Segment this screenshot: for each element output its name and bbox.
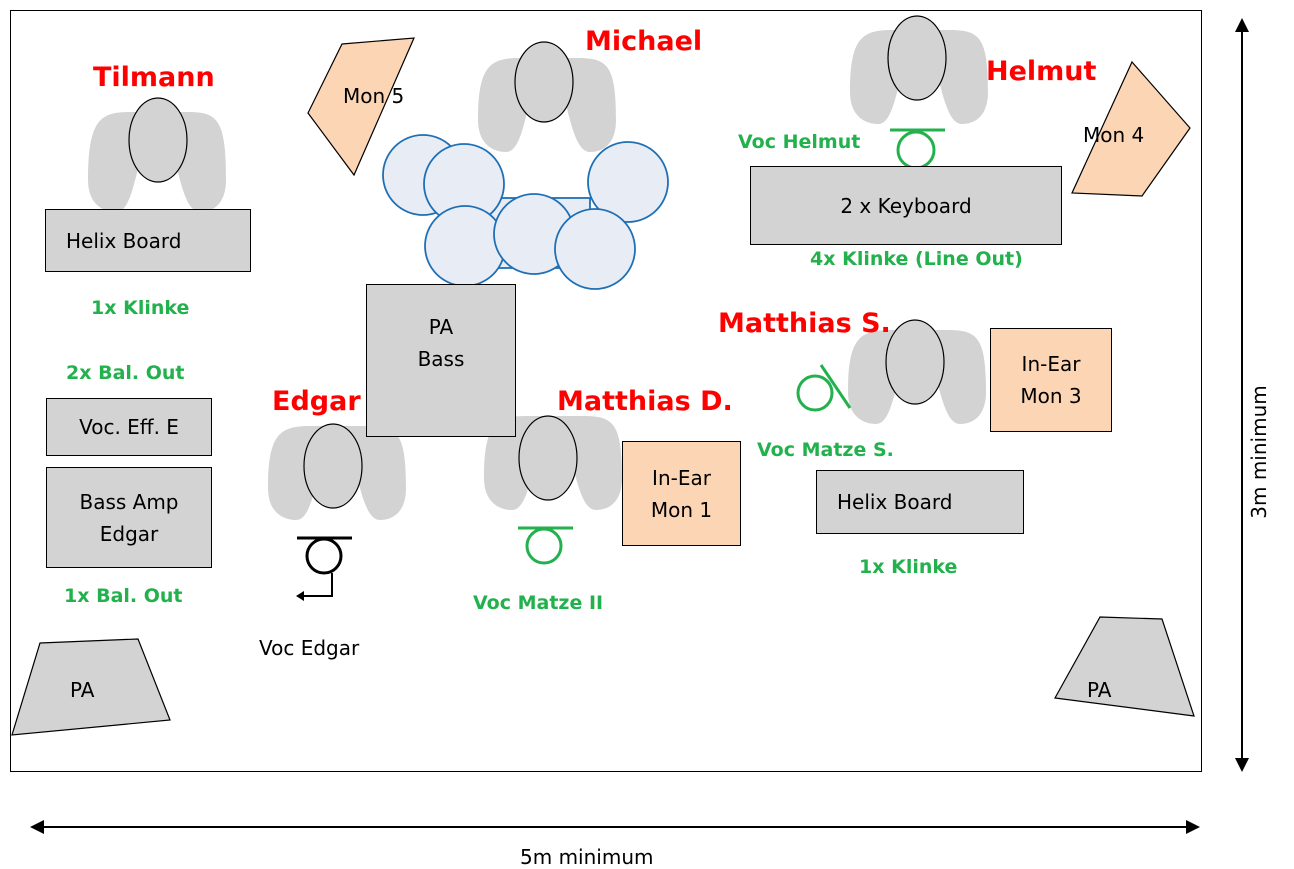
voc-matze-ii-label: Voc Matze II (473, 592, 604, 614)
mon4-label: Mon 4 (1083, 123, 1145, 147)
name-edgar: Edgar (272, 386, 361, 417)
in-ear-mon1-label-2: Mon 1 (650, 497, 713, 522)
mon4-wedge (1071, 60, 1191, 197)
person-matthias-s-icon (848, 319, 986, 424)
name-michael: Michael (585, 26, 703, 57)
person-michael-icon (478, 41, 616, 152)
klinke-left-label: 1x Klinke (91, 297, 190, 319)
keyboard-label: 2 x Keyboard (840, 193, 972, 218)
name-matthias-d: Matthias D. (557, 386, 733, 417)
in-ear-mon1-box: In-Ear Mon 1 (622, 441, 741, 546)
name-helmut: Helmut (986, 56, 1097, 87)
pa-bass-label-2: Bass (417, 347, 465, 371)
pa-right-shape (1054, 616, 1195, 717)
person-helmut-icon (850, 15, 988, 124)
height-dimension-label: 3m minimum (1247, 385, 1271, 519)
mon5-label: Mon 5 (343, 84, 405, 108)
klinke-right-label: 1x Klinke (859, 556, 958, 578)
pa-left-shape (11, 638, 171, 736)
in-ear-mon3-label-2: Mon 3 (1020, 384, 1082, 408)
person-matthias-d-icon (484, 415, 622, 510)
voc-eff-box: Voc. Eff. E (46, 398, 212, 456)
name-tilmann: Tilmann (93, 62, 215, 93)
helix-board-left: Helix Board (45, 209, 251, 272)
bass-amp-box: Bass Amp Edgar (46, 467, 212, 568)
pa-bass-label-1: PA (428, 315, 454, 339)
name-matthias-s: Matthias S. (718, 308, 891, 339)
helix-board-right: Helix Board (816, 470, 1024, 534)
voc-edgar-label: Voc Edgar (259, 636, 360, 660)
mic-matze-s-icon (796, 364, 852, 412)
in-ear-mon3-box: In-Ear Mon 3 (990, 328, 1112, 432)
bal-out-1-label: 1x Bal. Out (64, 585, 183, 607)
pa-right-label: PA (1087, 678, 1112, 702)
voc-matze-s-label: Voc Matze S. (757, 439, 894, 461)
voc-helmut-label: Voc Helmut (738, 131, 861, 153)
height-arrow (1235, 18, 1249, 772)
drum-kit (382, 134, 669, 290)
person-tilmann-icon (88, 97, 226, 212)
keyboard-box: 2 x Keyboard (750, 166, 1062, 245)
person-edgar-icon (268, 423, 406, 520)
mic-matze-ii-icon (518, 526, 573, 565)
stage-area (10, 10, 1202, 772)
bass-amp-label-2: Edgar (99, 521, 159, 546)
pa-left-label: PA (70, 678, 95, 702)
bal-out-2-label: 2x Bal. Out (66, 362, 185, 384)
width-dimension-label: 5m minimum (520, 845, 654, 869)
mon5-wedge (307, 37, 415, 177)
mic-edgar-icon (296, 536, 352, 601)
voc-eff-label: Voc. Eff. E (79, 415, 179, 439)
keyboard-out-label: 4x Klinke (Line Out) (810, 248, 1023, 270)
pa-bass-box: PA Bass (366, 284, 516, 437)
bass-amp-label-1: Bass Amp (79, 489, 179, 514)
width-arrow (30, 820, 1200, 834)
helix-board-left-label: Helix Board (66, 228, 182, 253)
in-ear-mon3-label-1: In-Ear (1021, 352, 1081, 376)
mic-helmut-icon (890, 128, 945, 170)
helix-board-right-label: Helix Board (837, 490, 953, 514)
in-ear-mon1-label-1: In-Ear (652, 465, 711, 490)
